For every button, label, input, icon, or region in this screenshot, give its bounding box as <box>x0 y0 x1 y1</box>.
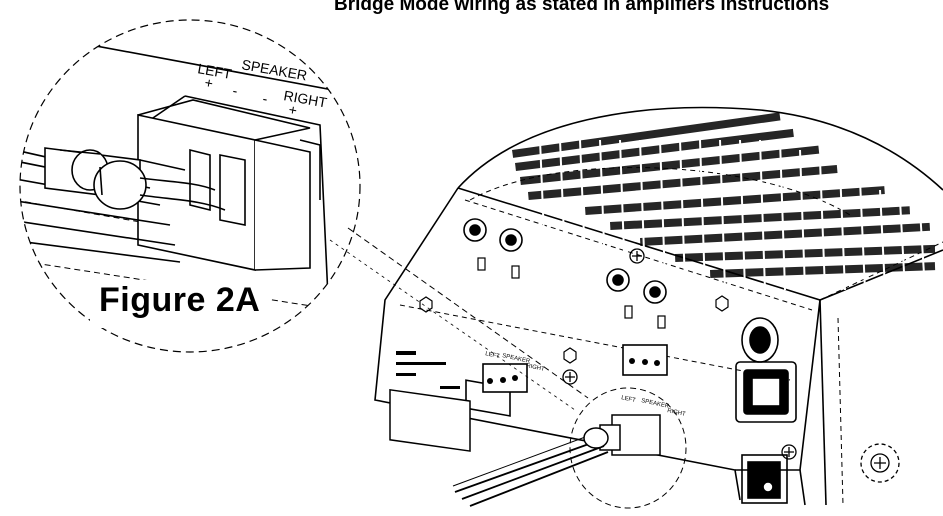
dip-switches <box>477 257 666 329</box>
power-inlet <box>735 317 797 423</box>
detail-left-plus: + <box>203 74 214 91</box>
detail-circle <box>19 19 361 353</box>
speaker-wires-small <box>452 432 609 507</box>
detail-labels: LEFT + - SPEAKER - RIGHT + <box>196 56 328 118</box>
panel-speaker-label: SPEAKER <box>641 398 671 410</box>
panel-left-label: LEFT <box>621 395 637 404</box>
detail-left-label: LEFT <box>196 60 233 82</box>
rca-jacks <box>463 218 667 304</box>
speaker-plug-small <box>599 414 661 456</box>
detail-left-minus: - <box>231 82 239 99</box>
detail-right-label: RIGHT <box>282 87 328 110</box>
power-switch <box>741 454 788 504</box>
header-caption: Bridge Mode wiring as stated in amplifie… <box>334 0 830 15</box>
panel-left-label-2: LEFT <box>485 351 501 360</box>
figure-label: Figure 2A <box>99 281 261 319</box>
screws <box>562 248 900 483</box>
label-plate <box>389 351 471 452</box>
panel-right-label: RIGHT <box>667 408 687 418</box>
detail-right-minus: - <box>261 90 269 107</box>
panel-speaker-label-2: SPEAKER <box>502 353 532 365</box>
vent-slots <box>512 112 936 278</box>
panel-right-label-2: RIGHT <box>526 363 546 373</box>
zoom-source-circle <box>569 387 687 509</box>
leader-line <box>347 227 589 399</box>
detail-right-plus: + <box>287 101 298 118</box>
